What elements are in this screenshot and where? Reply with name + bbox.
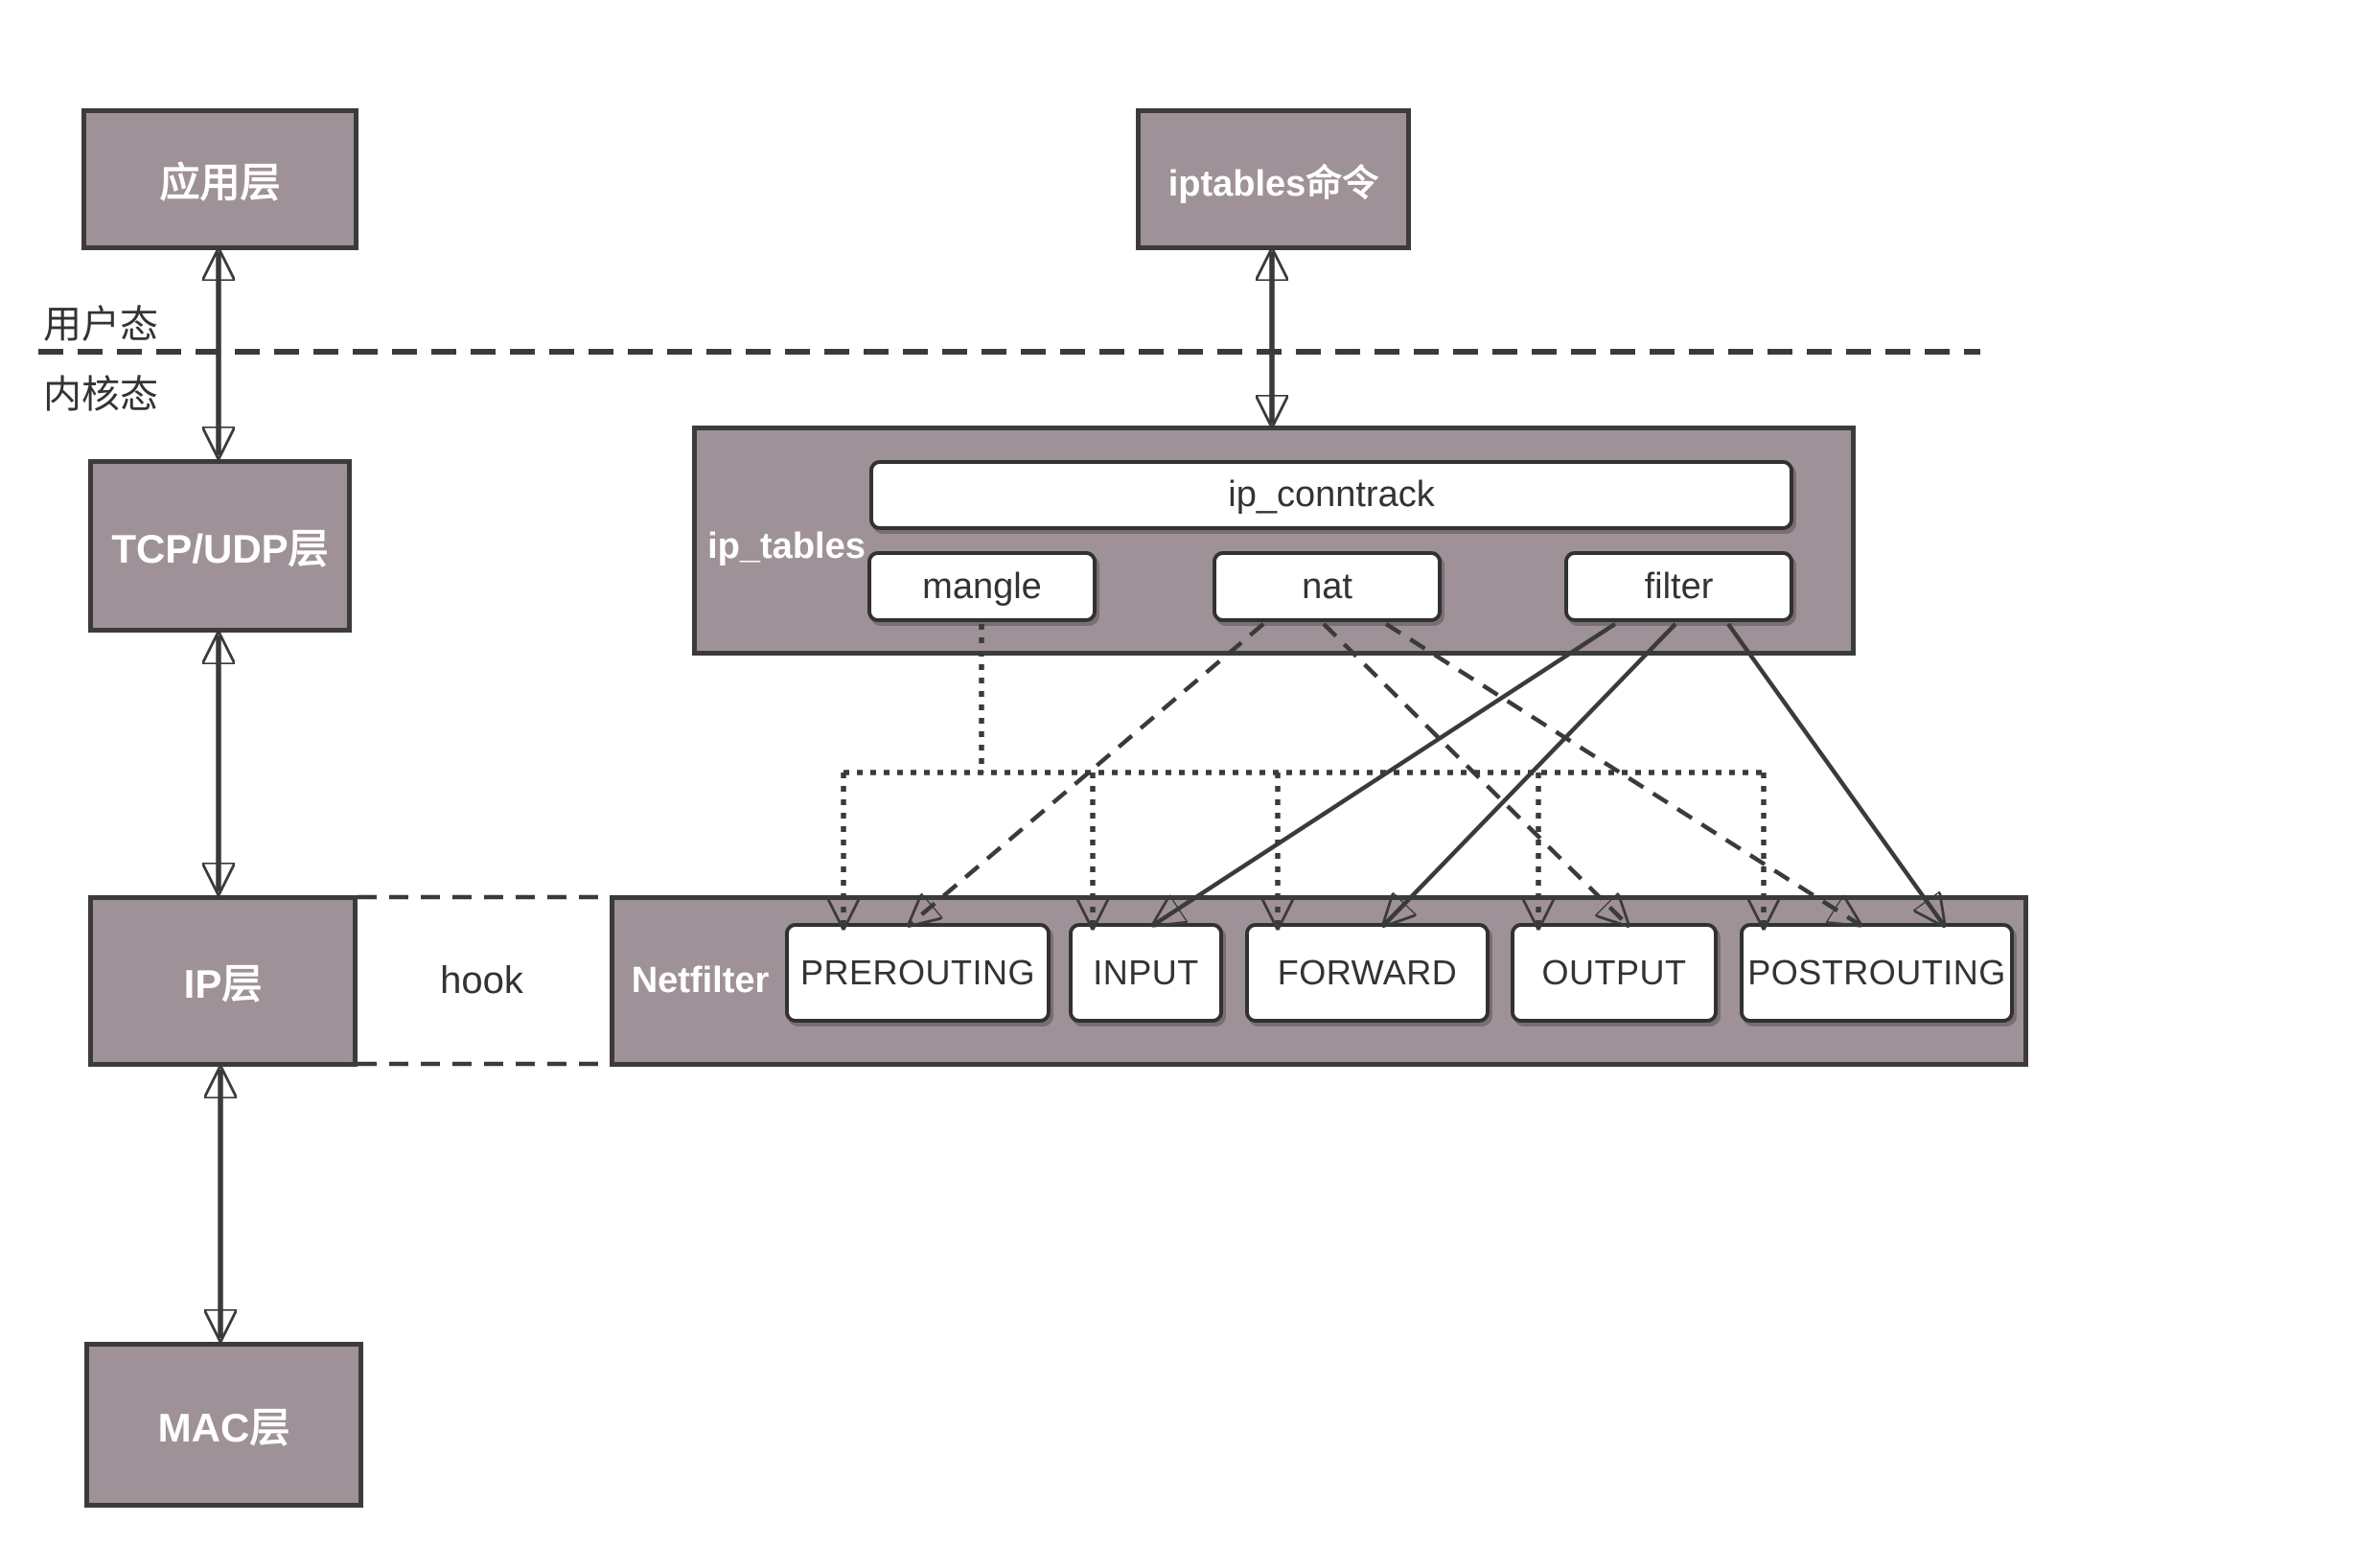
ip-conntrack-box: ip_conntrack — [869, 460, 1793, 530]
mac-layer-label: MAC层 — [157, 1405, 290, 1450]
prerouting-chain-box: PREROUTING — [785, 923, 1051, 1023]
tcp-udp-layer-box: TCP/UDP层 — [88, 459, 352, 633]
ip-layer-box: IP层 — [88, 895, 358, 1067]
hook-label: hook — [440, 958, 523, 1002]
ip-layer-label: IP层 — [183, 961, 263, 1006]
filter-table-box: filter — [1564, 551, 1793, 622]
input-chain-box: INPUT — [1069, 923, 1223, 1023]
netfilter-container-label: Netfilter — [631, 959, 770, 1001]
nat-to-postrouting-dashed-line — [1384, 622, 1859, 924]
user-mode-label: 用户态 — [43, 304, 158, 346]
forward-chain-box: FORWARD — [1245, 923, 1490, 1023]
mangle-table-label: mangle — [922, 565, 1042, 607]
tcp-udp-layer-label: TCP/UDP层 — [111, 526, 329, 571]
nat-table-box: nat — [1213, 551, 1442, 622]
mangle-table-box: mangle — [867, 551, 1097, 622]
postrouting-chain-box: POSTROUTING — [1740, 923, 2014, 1023]
ip-tables-container-label: ip_tables — [707, 525, 866, 566]
input-chain-label: INPUT — [1093, 953, 1199, 992]
ip-conntrack-label: ip_conntrack — [1228, 474, 1435, 515]
postrouting-chain-label: POSTROUTING — [1747, 953, 2006, 992]
app-layer-label: 应用层 — [159, 159, 281, 205]
output-chain-label: OUTPUT — [1541, 953, 1687, 992]
mac-layer-box: MAC层 — [84, 1342, 363, 1508]
filter-to-postrouting-solid-line — [1726, 622, 1943, 924]
nat-table-label: nat — [1302, 565, 1352, 607]
iptables-command-box: iptables命令 — [1136, 108, 1411, 250]
output-chain-box: OUTPUT — [1511, 923, 1718, 1023]
kernel-mode-label: 内核态 — [43, 374, 158, 416]
prerouting-chain-label: PREROUTING — [799, 953, 1035, 992]
filter-to-forward-solid-line — [1385, 622, 1677, 924]
app-layer-box: 应用层 — [81, 108, 358, 250]
forward-chain-label: FORWARD — [1277, 953, 1458, 992]
nat-to-prerouting-dashed-line — [911, 622, 1265, 924]
filter-to-input-solid-line — [1155, 622, 1617, 924]
filter-table-label: filter — [1644, 565, 1714, 607]
nat-to-output-dashed-line — [1322, 622, 1627, 924]
iptables-command-label: iptables命令 — [1167, 163, 1379, 204]
